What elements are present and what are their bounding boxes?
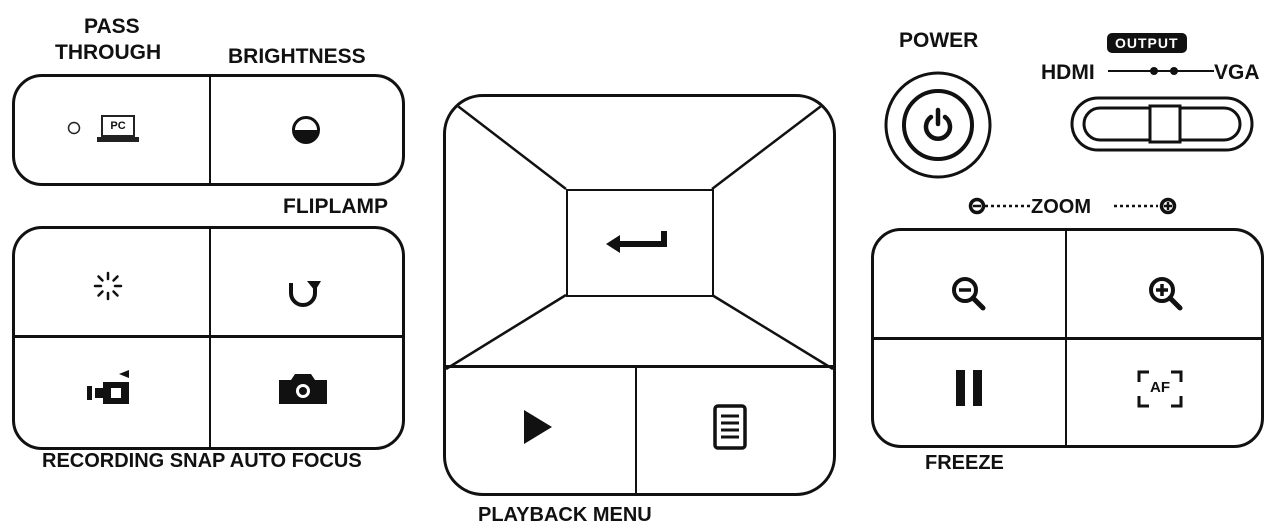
play-icon <box>524 410 552 444</box>
menu-button[interactable] <box>637 368 833 493</box>
nav-down-button[interactable] <box>566 297 712 365</box>
led-indicator-icon <box>67 121 81 135</box>
power-label: POWER <box>899 29 979 52</box>
playback-menu-label: PLAYBACK MENU <box>478 504 652 526</box>
lamp-button[interactable] <box>15 229 211 338</box>
camera-icon <box>279 374 327 404</box>
top-left-button-panel: PC <box>12 74 405 186</box>
power-icon <box>923 107 953 141</box>
pc-icon: PC <box>101 115 135 137</box>
right-button-grid: AF <box>871 228 1264 448</box>
autofocus-icon <box>1137 370 1183 408</box>
recording-button[interactable] <box>15 338 211 447</box>
freeze-button[interactable] <box>874 340 1067 445</box>
output-badge: OUTPUT <box>1107 33 1187 53</box>
playback-button[interactable] <box>446 368 637 493</box>
zoom-out-button[interactable] <box>874 231 1067 340</box>
menu-icon <box>713 404 747 450</box>
flip-icon <box>289 281 321 307</box>
zoom-plus-marker-icon <box>1114 197 1177 215</box>
zoom-in-button[interactable] <box>1067 231 1261 340</box>
slide-switch-body <box>1070 96 1254 152</box>
flip-button[interactable] <box>211 229 402 338</box>
zoom-in-icon <box>1149 277 1183 311</box>
fliplamp-label: FLIPLAMP <box>283 195 388 218</box>
nav-right-button[interactable] <box>714 189 824 295</box>
enter-icon <box>606 231 667 253</box>
brightness-button[interactable] <box>211 77 402 183</box>
through-label: THROUGH <box>55 41 162 64</box>
output-selector-line <box>1108 67 1214 75</box>
brightness-icon <box>292 116 320 144</box>
record-icon <box>87 370 129 404</box>
zoom-out-icon <box>952 277 986 311</box>
center-divider <box>446 365 833 368</box>
nav-left-button[interactable] <box>454 189 564 295</box>
navigation-diagonals <box>446 97 833 371</box>
enter-button[interactable] <box>566 189 714 297</box>
pause-icon <box>956 370 982 406</box>
power-button[interactable] <box>883 70 993 180</box>
output-slide-switch[interactable] <box>1070 96 1254 152</box>
autofocus-icon-text: AF <box>1150 379 1170 396</box>
pc-stand-icon <box>97 137 139 142</box>
center-navigation-panel <box>443 94 836 496</box>
hdmi-label: HDMI <box>1041 61 1095 84</box>
pass-label: PASS <box>84 15 140 38</box>
pass-through-button[interactable]: PC <box>15 77 211 183</box>
zoom-label: ZOOM <box>1031 196 1091 218</box>
recording-snap-autofocus-label: RECORDING SNAP AUTO FOCUS <box>42 450 362 472</box>
brightness-label: BRIGHTNESS <box>228 45 366 68</box>
nav-up-button[interactable] <box>566 107 712 187</box>
vga-label: VGA <box>1214 61 1260 84</box>
snap-button[interactable] <box>211 338 402 447</box>
zoom-minus-marker-icon <box>968 197 1030 215</box>
freeze-label: FREEZE <box>925 452 1004 474</box>
lamp-icon <box>93 271 123 301</box>
autofocus-button[interactable]: AF <box>1067 340 1261 445</box>
left-button-grid <box>12 226 405 450</box>
